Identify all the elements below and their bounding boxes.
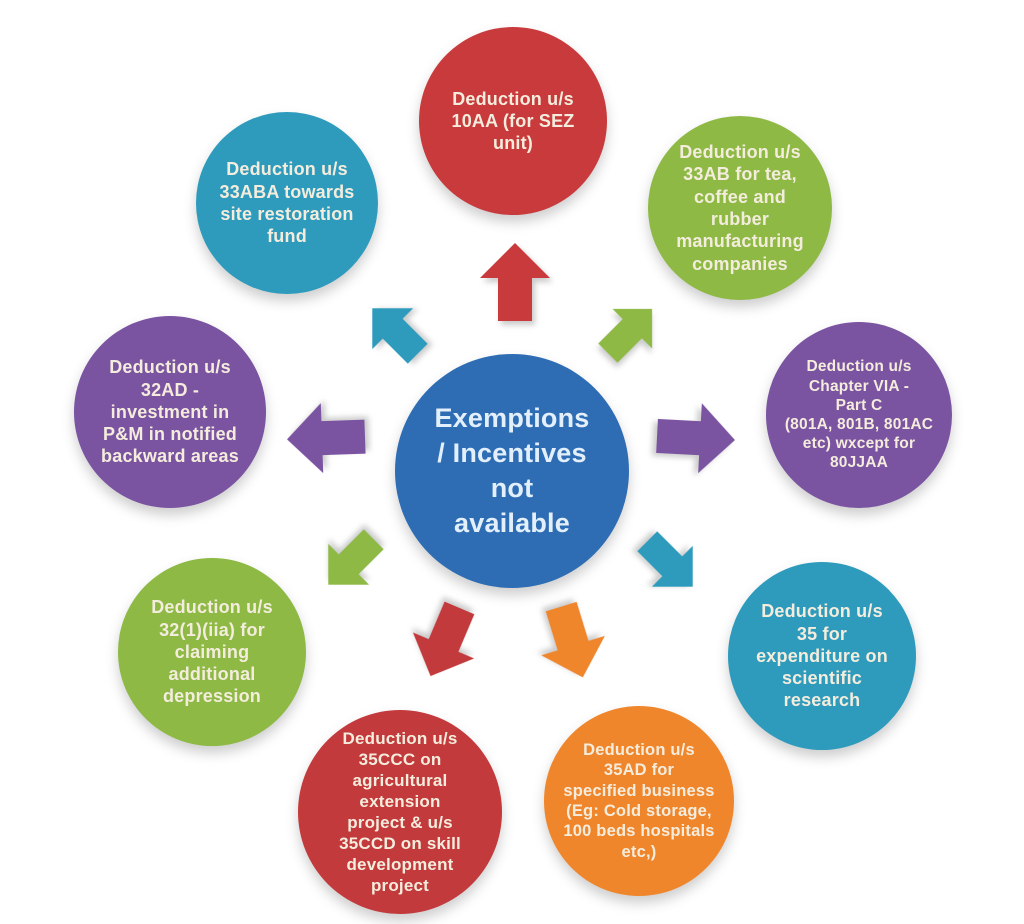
circle-deduction-32-1-iia-additional-depreciation: Deduction u/s 32(1)(iia) for claiming ad… [118, 558, 306, 746]
arrow-up-icon [480, 243, 550, 321]
arrow-down-left-shape [328, 529, 384, 585]
arrow-down-tilted-left-icon [412, 601, 475, 677]
circle-label-deduction-32ad: Deduction u/s 32AD - investment in P&M i… [101, 357, 239, 467]
arrow-up-left-icon [372, 308, 428, 364]
circle-label-deduction-33ab: Deduction u/s 33AB for tea, coffee and r… [676, 142, 804, 274]
arrow-down-tilted-right-icon [541, 601, 605, 678]
arrow-right-shape [656, 403, 735, 474]
circle-label-deduction-35ad: Deduction u/s 35AD for specified busines… [563, 740, 715, 861]
circle-deduction-35ccc-35ccd: Deduction u/s 35CCC on agricultural exte… [298, 710, 502, 914]
arrow-down-tilted-left-shape [412, 601, 475, 677]
arrow-down-right-icon [637, 531, 693, 587]
arrow-left-icon [287, 403, 366, 474]
circle-deduction-32ad-backward-areas: Deduction u/s 32AD - investment in P&M i… [74, 316, 266, 508]
circle-deduction-33ab-tea-coffee-rubber: Deduction u/s 33AB for tea, coffee and r… [648, 116, 832, 300]
arrow-up-right-shape [598, 308, 653, 363]
arrow-down-right-shape [637, 531, 693, 587]
circle-deduction-35ad-specified-business: Deduction u/s 35AD for specified busines… [544, 706, 734, 896]
arrow-up-right-icon [598, 308, 653, 363]
arrow-up-left-shape [372, 308, 428, 364]
circle-deduction-10aa-sez: Deduction u/s 10AA (for SEZ unit) [419, 27, 607, 215]
arrow-left-shape [287, 403, 366, 474]
arrow-up-shape [480, 243, 550, 321]
circle-deduction-33aba-site-restoration: Deduction u/s 33ABA towards site restora… [196, 112, 378, 294]
center-circle-exemptions-not-available: Exemptions / Incentives not available [395, 354, 629, 588]
circle-label-deduction-35ccc: Deduction u/s 35CCC on agricultural exte… [339, 728, 461, 896]
circle-label-deduction-35: Deduction u/s 35 for expenditure on scie… [756, 601, 888, 711]
circle-deduction-chapter-via-part-c: Deduction u/s Chapter VIA - Part C (801A… [766, 322, 952, 508]
arrow-down-tilted-right-shape [541, 601, 605, 678]
arrow-right-icon [656, 403, 735, 474]
arrow-down-left-icon [328, 529, 384, 585]
center-circle-label: Exemptions / Incentives not available [434, 402, 590, 539]
circle-label-deduction-33aba: Deduction u/s 33ABA towards site restora… [219, 159, 355, 247]
circle-label-deduction-32-1-iia: Deduction u/s 32(1)(iia) for claiming ad… [151, 597, 273, 707]
circle-deduction-35-scientific-research: Deduction u/s 35 for expenditure on scie… [728, 562, 916, 750]
circle-label-deduction-chapter-via: Deduction u/s Chapter VIA - Part C (801A… [784, 358, 934, 472]
circle-label-deduction-10aa: Deduction u/s 10AA (for SEZ unit) [451, 88, 575, 154]
